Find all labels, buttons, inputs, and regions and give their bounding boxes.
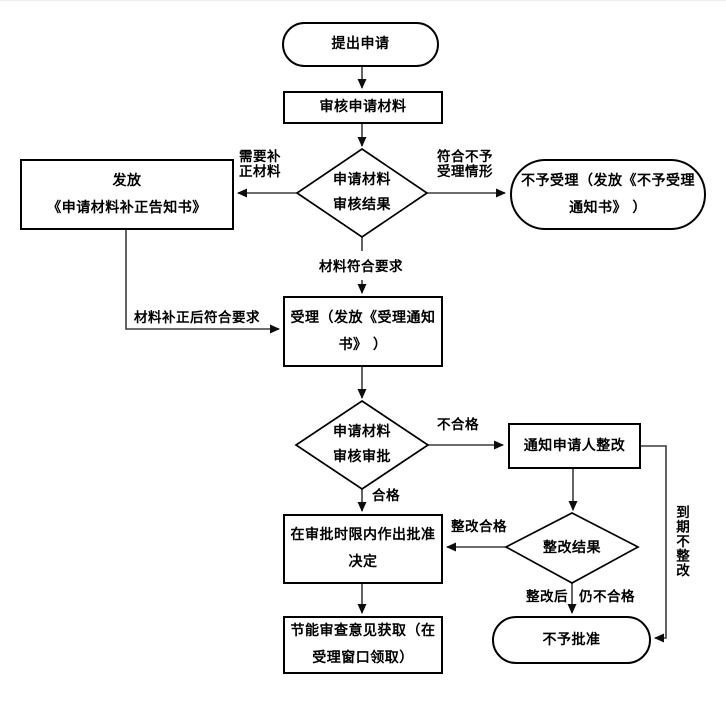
approval-decision-line1: 在审批时限内作出批准 (290, 527, 436, 543)
edge-label-need-correction: 需要补 正材料 (239, 150, 281, 179)
accepted-line1: 受理（发放《受理通知 (290, 309, 436, 326)
edge-label-rectified-ok: 整改合格 (451, 519, 507, 535)
edge-overdue-to-notapproved (641, 445, 667, 643)
review-result-diamond-text: 申请材料 审核结果 (297, 149, 427, 237)
review-approval-line1: 申请材料 (333, 424, 391, 440)
review-result-line1: 申请材料 (333, 172, 391, 188)
not-approved-label: 不予批准 (542, 631, 601, 648)
rejection-case-line2: 受理情形 (437, 163, 493, 180)
issue-correction-notice-box: 发放 《申请材料补正告知书》 (20, 159, 234, 230)
start-label: 提出申请 (331, 36, 390, 52)
review-approval-line2: 审核审批 (333, 449, 391, 465)
edge-label-still-unqualified: 仍不合格 (579, 589, 635, 605)
review-materials-box: 审核申请材料 (283, 91, 443, 124)
edge-label-rejection-case: 符合不予 受理情形 (437, 150, 493, 179)
review-approval-diamond-text: 申请材料 审核审批 (296, 401, 428, 489)
edge-issue-to-accepted (125, 230, 280, 334)
edge-label-overdue-no-rectification: 到期不整改 (673, 505, 689, 578)
edge-label-after-rectification: 整改后 (526, 589, 568, 605)
rectification-result-label: 整改结果 (543, 539, 601, 556)
approval-decision-line2: 决定 (348, 554, 378, 570)
obtain-opinion-box: 节能审查意见获取（在 受理窗口领取） (283, 616, 443, 674)
rejection-case-line1: 符合不予 (437, 149, 493, 165)
rectification-result-diamond (504, 512, 640, 584)
rectification-result-diamond-text: 整改结果 (506, 513, 638, 583)
accepted-line2: 书》 ） (338, 336, 388, 353)
edge-label-qualified: 合格 (372, 488, 400, 504)
issue-notice-line1: 发放 (112, 172, 142, 189)
review-approval-diamond (294, 399, 430, 491)
notify-rectification-label: 通知申请人整改 (523, 437, 626, 454)
edge-label-materials-ok: 材料符合要求 (319, 259, 403, 275)
issue-notice-line2: 《申请材料补正告知书》 (47, 199, 207, 216)
edge-label-unqualified: 不合格 (437, 417, 479, 433)
not-accepted-line1: 不予受理（发放《不予受理 (521, 172, 695, 189)
notify-rectification-box: 通知申请人整改 (508, 423, 641, 469)
start-terminator: 提出申请 (282, 22, 439, 67)
edge-label-corrected-ok: 材料补正后符合要求 (134, 310, 260, 326)
need-correction-line1: 需要补 (239, 149, 281, 165)
not-accepted-line2: 通知书》 ） (569, 199, 647, 216)
review-materials-label: 审核申请材料 (319, 99, 407, 115)
approval-decision-box: 在审批时限内作出批准 决定 (283, 514, 443, 584)
need-correction-line2: 正材料 (239, 163, 281, 180)
obtain-opinion-line1: 节能审查意见获取（在 (290, 623, 436, 639)
review-result-diamond (295, 147, 429, 239)
not-approved-terminator: 不予批准 (492, 616, 651, 664)
review-result-line2: 审核结果 (333, 197, 391, 213)
accepted-box: 受理（发放《受理通知 书》 ） (283, 296, 443, 367)
obtain-opinion-line2: 受理窗口领取） (312, 650, 414, 666)
not-accepted-terminator: 不予受理（发放《不予受理 通知书》 ） (510, 159, 706, 230)
